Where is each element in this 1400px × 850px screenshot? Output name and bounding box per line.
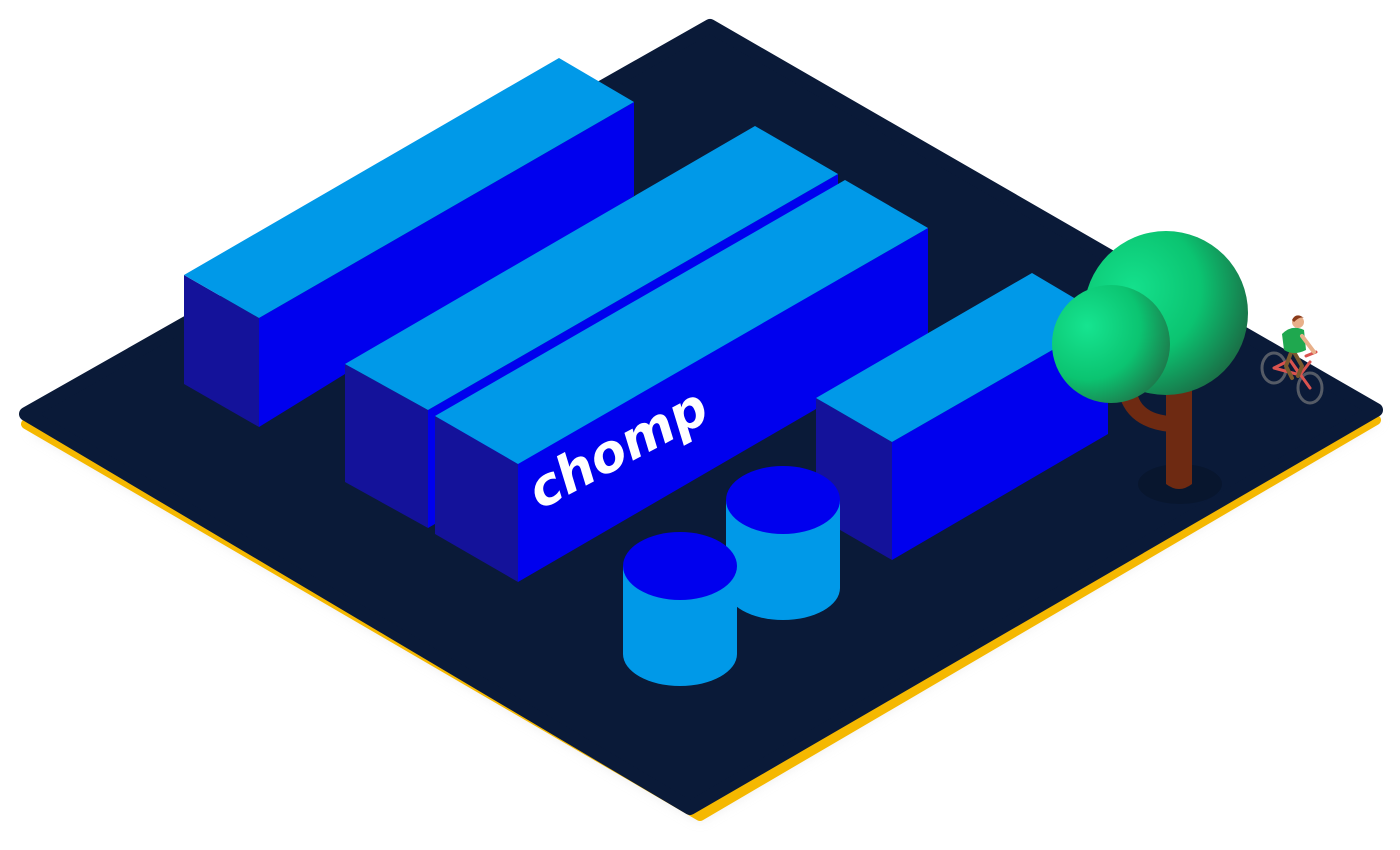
rider-shirt bbox=[1282, 327, 1306, 353]
storage-tank-left bbox=[623, 532, 737, 686]
shipping-container-back bbox=[184, 58, 634, 427]
tree bbox=[1052, 231, 1248, 504]
tree-foliage-small bbox=[1052, 285, 1170, 403]
tree-trunk bbox=[1166, 380, 1192, 489]
bike-wheel-front bbox=[1296, 371, 1324, 405]
rider-arm bbox=[1300, 334, 1316, 354]
storage-tank-right bbox=[726, 466, 840, 620]
cyclist bbox=[1260, 315, 1324, 405]
tree-branch bbox=[1120, 396, 1170, 432]
shipping-container-branded: chomp bbox=[435, 180, 928, 582]
rider-hair bbox=[1292, 315, 1304, 322]
rider-legs bbox=[1283, 348, 1305, 380]
